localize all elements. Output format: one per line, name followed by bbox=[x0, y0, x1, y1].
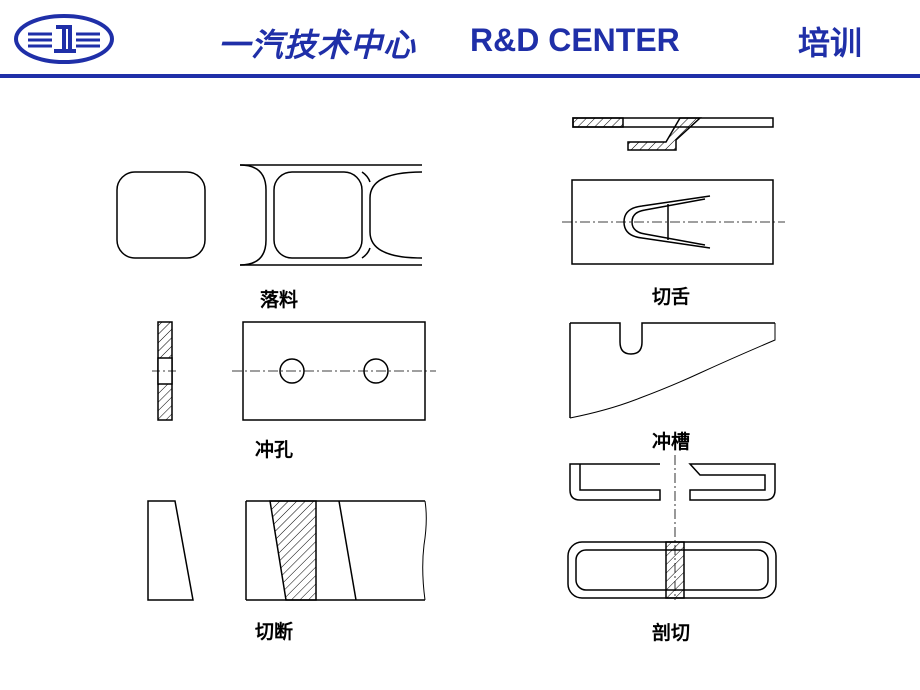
title-training: 培训 bbox=[798, 24, 863, 62]
faw-logo bbox=[14, 14, 114, 64]
notching-drawing bbox=[569, 322, 776, 419]
caption-parting: 剖切 bbox=[652, 622, 691, 644]
caption-lancing: 切舌 bbox=[652, 286, 691, 308]
caption-cutting-off: 切断 bbox=[255, 621, 294, 643]
title-english: R&D CENTER bbox=[470, 22, 680, 58]
slide-header: 一汽技术中心 R&D CENTER 培训 bbox=[0, 0, 920, 78]
title-chinese: 一汽技术中心 bbox=[218, 26, 417, 64]
cutting-off-drawing bbox=[147, 500, 427, 601]
lancing-drawing bbox=[562, 117, 785, 265]
caption-punching: 冲孔 bbox=[255, 439, 294, 461]
parting-drawing bbox=[567, 455, 777, 600]
punching-drawing bbox=[152, 321, 436, 421]
blanking-drawing bbox=[116, 164, 423, 266]
caption-blanking: 落料 bbox=[260, 289, 299, 311]
caption-notching: 冲槽 bbox=[652, 431, 691, 453]
header-rule bbox=[0, 74, 920, 78]
